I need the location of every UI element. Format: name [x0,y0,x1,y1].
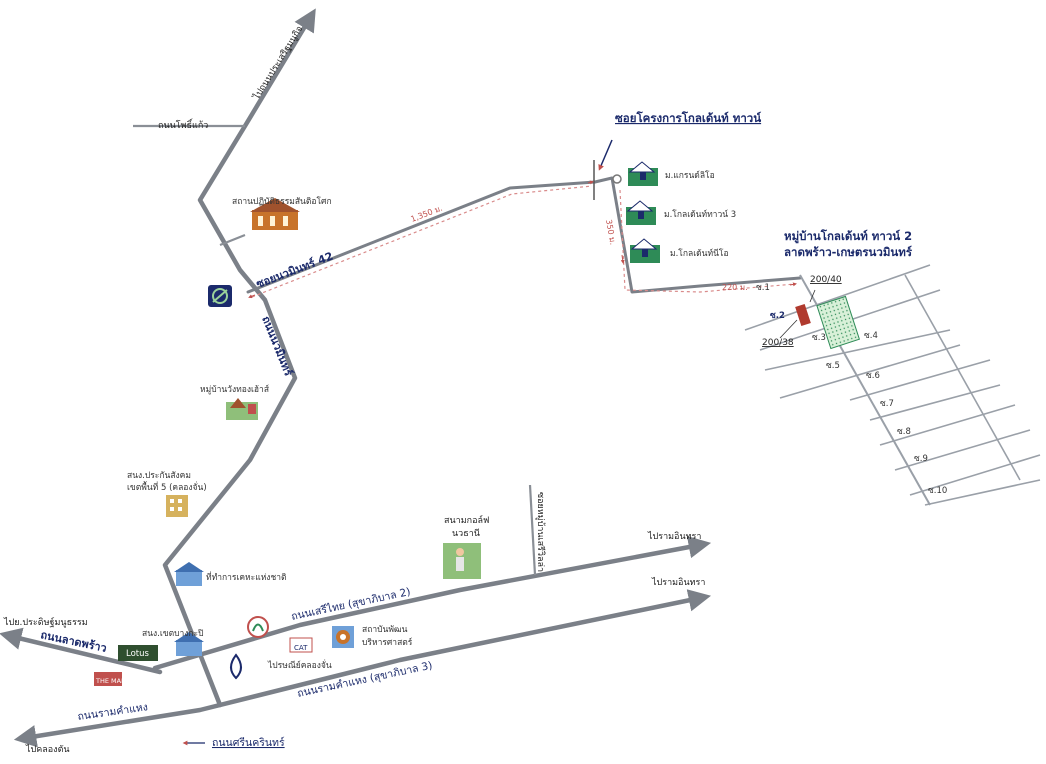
temple-icon [250,198,300,230]
road-seri-thai [152,536,712,671]
road-lat-phrao [0,627,163,675]
village-layout [744,264,1041,506]
landmark-temple: สถานปฏิบัติธรรมสันติอโศก [232,196,332,207]
office-building-icon [166,495,188,517]
to-khlongton: ไปคลองตัน [25,744,70,755]
mall-logo-icon [94,672,122,686]
road-nawamin [162,8,316,708]
landmark-social-security-2: เขตพื้นที่ 5 (คลองจั่น) [127,481,207,493]
lane-8: ซ.8 [897,427,911,437]
road-label-soi-42: ซอยนวมินทร์ 42 [254,250,335,291]
to-ramintra-1: ไปรามอินทรา [647,531,701,542]
landmark-district-office: สนง.เขตบางกะปิ [142,629,204,639]
road-label-soi-vertical: ซอยหมู่บ้านเสรีวิลล่า [535,492,546,572]
route-arrow-4 [789,282,797,287]
project-title-1: หมู่บ้านโกลเด้นท์ ทาวน์ 2 [784,228,912,244]
lane-9: ซ.9 [914,454,928,464]
road-soi-nawamin-42 [246,180,597,294]
lane-2: ซ.2 [770,311,785,321]
lane-1: ซ.1 [756,283,770,293]
project-soi-title: ซอยโครงการโกลเด้นท์ ทาวน์ [615,110,761,125]
landmark-cat: CAT [294,644,308,652]
route-arrow-1 [248,294,256,299]
lane-6: ซ.6 [866,371,880,381]
lane-7: ซ.7 [880,399,894,409]
kbank-logo-icon [247,616,269,638]
roundabout [612,174,622,184]
landmark-golf-2: นวธานี [452,528,480,539]
landmark-village-wang: หมู่บ้านวังทองเฮ้าส์ [200,384,270,395]
golf-course-icon [443,543,481,579]
project-lot-a: 200/40 [810,275,842,285]
plot-green [816,295,861,350]
road-soi-golden [593,176,802,294]
landmark-lotus: Lotus [126,649,150,659]
road-label-top: ไปถนนประเสริฐมนูกิจ [251,24,306,102]
dist-350: 350 ม. [604,219,617,246]
lane-10: ซ.10 [928,486,947,496]
lotus-logo-icon [118,645,158,661]
road-label-srinakarin: ถนนศรีนครินทร์ [212,736,285,749]
housing-building-icon [174,562,204,586]
soi-pointer [598,139,613,171]
landmark-housing: ที่ทำการเคหะแห่งชาติ [206,571,287,583]
lane-3: ซ.3 [812,333,826,343]
plot-red [795,303,811,327]
route-dashed-2 [619,189,796,293]
project-lot-b: 200/38 [762,338,794,348]
project-village-1: ม.แกรนด์ลิโอ [665,170,715,181]
landmark-institute-2: บริหารศาสตร์ [362,637,413,648]
route-arrow-2 [587,180,594,185]
lane-4: ซ.4 [864,331,878,341]
road-label-nuanchan: ถนนโพธิ์แก้ว [158,118,208,131]
road-soi-vertical [528,484,537,576]
landmark-social-security: สนง.ประกันสังคม [127,471,191,481]
road-ramkhamhaeng [13,589,712,748]
road-temple-spur [219,233,246,247]
project-village-3: ม.โกลเด้นท์นีโอ [670,248,729,259]
cat-logo-icon [289,637,313,653]
project-village-2: ม.โกลเด้นท์ทาวน์ 3 [664,209,736,220]
district-office-icon [174,632,204,656]
landmark-mall: THE MALL [95,677,129,685]
landmark-institute: สถาบันพัฒน [362,625,408,635]
dist-220: 220 ม. [722,283,748,292]
village-house-icon-2 [626,200,656,225]
village-wang-icon [226,398,258,420]
institute-logo-icon [332,626,354,648]
lane-5: ซ.5 [826,361,840,371]
bank-logo-icon [208,285,232,307]
route-arrow-3 [620,254,625,264]
village-house-icon-1 [628,161,658,186]
landmark-golf: สนามกอล์ฟ [444,514,489,526]
village-house-icon-3 [630,238,660,263]
road-label-nawamin: ถนนนวมินทร์ [259,314,295,378]
scb-logo-icon [230,653,242,680]
to-pracha: ไปย.ประดิษฐ์มนูธรรม [3,616,88,628]
to-ramintra-2: ไปรามอินทรา [651,577,705,588]
landmark-post: ไปรษณีย์คลองจั่น [267,659,332,671]
project-title-2: ลาดพร้าว-เกษตรนวมินทร์ [784,245,913,259]
